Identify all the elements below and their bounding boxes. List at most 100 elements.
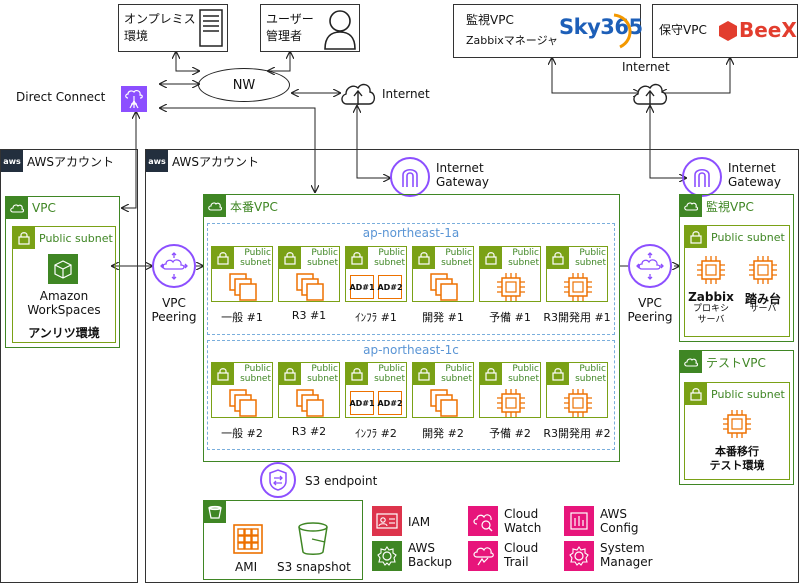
ec2-instances-icon <box>429 272 459 306</box>
link-user-nw <box>268 52 290 71</box>
server-label: 一般 #1 <box>221 311 263 324</box>
internet-cloud-icon <box>341 83 376 105</box>
server-label: ｲﾝﾌﾗ #2 <box>355 427 397 440</box>
test-subnet-header: Public subnet <box>685 383 785 405</box>
ec2-chip-icon <box>563 272 593 306</box>
subnet-label: Public subnet <box>307 364 338 384</box>
monitor-vpc-ext-box: 監視VPC Zabbixマネージャ Sky365 <box>453 4 643 58</box>
test-vpc-header: テストVPC <box>680 351 766 373</box>
ad-chip-label: AD#2 <box>377 398 403 408</box>
server-icon <box>199 9 223 47</box>
lock-icon <box>480 247 502 269</box>
az2-box <box>207 340 615 450</box>
az2-label: ap-northeast-1c <box>363 343 459 357</box>
link-onprem-nw <box>176 52 199 71</box>
lock-icon <box>685 383 707 405</box>
left-vpc-title: VPC <box>32 201 56 215</box>
server-label: 開発 #1 <box>422 311 464 324</box>
lock-icon <box>413 363 435 385</box>
subnet-label: Public subnet <box>307 248 338 268</box>
lock-icon <box>413 247 435 269</box>
prod-vpc-title: 本番VPC <box>230 199 278 214</box>
s3-endpoint-icon <box>260 462 296 498</box>
subnet-label: Public subnet <box>508 364 539 384</box>
s3-bucket-icon <box>298 522 328 555</box>
server-subnet-box: Public subnet <box>211 362 273 418</box>
test-chip-icon <box>723 410 751 438</box>
subnet-label: Public subnet <box>374 248 405 268</box>
ad-chip-label: AD#1 <box>349 282 375 292</box>
igw-right-icon <box>682 157 722 197</box>
server-label: 一般 #2 <box>221 427 263 440</box>
cloudwatch-label: Cloud Watch <box>504 507 542 535</box>
igw-left-icon <box>390 157 430 197</box>
vpc-cloud-icon <box>6 197 28 219</box>
subnet-label: Public subnet <box>508 248 539 268</box>
subnet-label: Public subnet <box>441 364 472 384</box>
config-label: AWS Config <box>600 507 639 535</box>
lock-icon <box>547 363 569 385</box>
zabbix-chip-icon <box>697 256 725 284</box>
monitor-vpc-ext-sub: Zabbixマネージャ <box>466 34 559 47</box>
left-subnet-title: Public subnet <box>39 231 113 245</box>
server-subnet-box: Public subnet <box>479 362 541 418</box>
zabbix-sub-label: プロキシ サーバ <box>692 304 729 325</box>
left-aws-account-header: aws AWSアカウント <box>1 150 114 172</box>
server-subnet-box: Public subnet <box>546 362 608 418</box>
internet-right-label: Internet <box>622 60 670 74</box>
user-admin-box: ユーザー 管理者 <box>260 4 360 52</box>
server-subnet-box: Public subnet <box>211 246 273 302</box>
cloudtrail-label: Cloud Trail <box>504 541 539 569</box>
test-subnet-title: Public subnet <box>711 387 785 401</box>
server-subnet-box: Public subnet <box>278 362 340 418</box>
s3-endpoint-label: S3 endpoint <box>305 474 378 488</box>
test-public-subnet: Public subnet <box>684 382 790 480</box>
bucket-icon <box>204 501 226 523</box>
ec2-instances-icon <box>429 388 459 422</box>
lock-icon <box>346 363 368 385</box>
lock-icon <box>279 363 301 385</box>
server-subnet-box: Public subnet <box>546 246 608 302</box>
maint-vpc-ext-box: 保守VPC BeeX <box>652 4 798 58</box>
aws-logo-icon: aws <box>146 150 168 172</box>
igw-right-label: Internet Gateway <box>728 161 782 189</box>
left-subnet-header: Public subnet <box>13 227 113 249</box>
subnet-label: Public subnet <box>374 364 405 384</box>
monitor-vpc-ext-title: 監視VPC <box>466 13 514 27</box>
cloudwatch-icon <box>468 506 498 536</box>
az1-box <box>207 223 615 335</box>
maint-vpc-ext-title: 保守VPC <box>659 23 707 37</box>
bastion-label: 踏み台 <box>744 292 781 306</box>
prod-vpc: 本番VPC <box>203 194 620 462</box>
server-subnet-box: Public subnet <box>479 246 541 302</box>
beex-hex-icon <box>719 21 737 41</box>
lock-icon <box>685 226 707 248</box>
monitor-subnet-header: Public subnet <box>685 226 785 248</box>
ec2-instances-icon <box>228 388 258 422</box>
direct-connect-label: Direct Connect <box>16 90 106 104</box>
vpc-cloud-icon <box>680 195 702 217</box>
user-admin-label: ユーザー 管理者 <box>266 12 314 43</box>
lock-icon <box>212 363 234 385</box>
subnet-label: Public subnet <box>575 364 606 384</box>
beex-logo-text: BeeX <box>739 18 797 42</box>
vpc-peering-right-label: VPC Peering <box>627 296 673 324</box>
sky365-swoosh <box>613 13 632 49</box>
monitor-vpc: 監視VPC <box>679 194 794 342</box>
nw-ellipse: NW <box>198 68 290 102</box>
server-label: R3開発用 #1 <box>543 311 611 324</box>
vpc-peering-right-icon <box>628 244 672 288</box>
prod-vpc-header: 本番VPC <box>204 195 278 217</box>
server-label: ｲﾝﾌﾗ #1 <box>355 311 397 324</box>
link-inet-maint <box>660 58 730 93</box>
ec2-instances-icon <box>295 388 325 422</box>
beex-logo: BeeX <box>739 18 797 42</box>
main-aws-account-title: AWSアカウント <box>172 154 260 169</box>
test-env-label: 本番移行 テスト環境 <box>709 445 765 472</box>
server-label: 開発 #2 <box>422 427 464 440</box>
zabbix-label: Zabbix <box>688 290 734 304</box>
test-vpc-title: テストVPC <box>706 355 766 370</box>
